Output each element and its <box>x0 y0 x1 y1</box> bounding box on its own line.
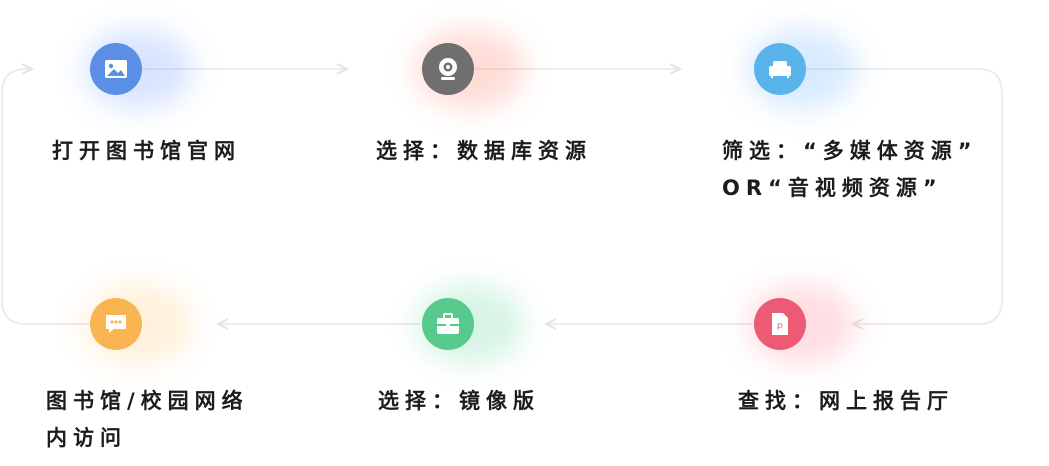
toolbox-icon <box>437 313 459 334</box>
arrowhead-6-1 <box>21 63 35 75</box>
arrowhead-2-3 <box>669 63 683 75</box>
image-icon <box>105 60 127 78</box>
step-6-label: 图书馆/校园网络 内访问 <box>46 383 249 457</box>
arrowhead-1-2 <box>336 63 350 75</box>
step-2-label: 选择：数据库资源 <box>376 139 592 163</box>
step-2-node <box>422 43 474 95</box>
step-6-label-line-2: 内访问 <box>46 426 127 450</box>
step-6-node <box>90 298 142 350</box>
chat-icon <box>106 315 126 333</box>
step-6-label-line-1: 图书馆/校园网络 <box>46 389 249 413</box>
step-5-label: 选择：镜像版 <box>378 389 540 413</box>
step-5-node <box>422 298 474 350</box>
step-4-node: P <box>754 298 806 350</box>
step-3-label-line-1: 筛选：“多媒体资源” <box>722 139 978 163</box>
step-4-label: 查找：网上报告厅 <box>738 389 954 413</box>
step-3-label-line-2: OR“音视频资源” <box>722 176 943 200</box>
webcam-icon <box>439 58 457 80</box>
step-3-label: 筛选：“多媒体资源” OR“音视频资源” <box>722 133 978 207</box>
step-1-node <box>90 43 142 95</box>
step-3-node <box>754 43 806 95</box>
document-icon: P <box>772 313 788 335</box>
sofa-icon <box>769 61 791 78</box>
arrowhead-4-5 <box>543 318 557 330</box>
connector-3-4 <box>806 68 1003 325</box>
arrowhead-3-4 <box>850 318 864 330</box>
connector-6-1 <box>1 68 90 325</box>
svg-text:P: P <box>777 322 783 332</box>
step-1-label: 打开图书馆官网 <box>52 139 241 163</box>
arrowhead-5-6 <box>215 318 229 330</box>
